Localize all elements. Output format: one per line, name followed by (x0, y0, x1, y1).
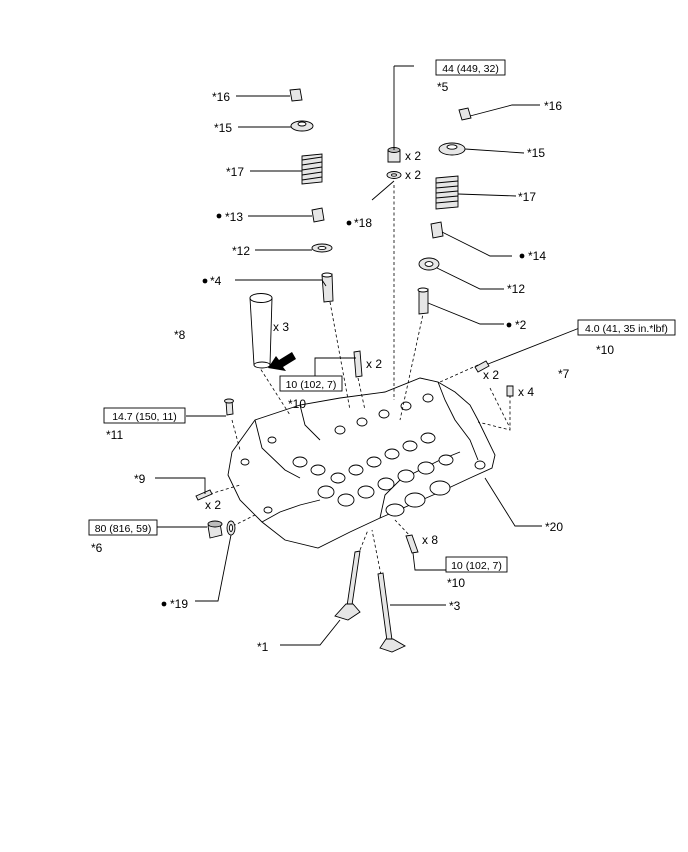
cam-journal-holes (240, 393, 486, 517)
valve-stem-seal-12-left (311, 243, 333, 253)
svg-text:4.0 (41, 35 in.*lbf): 4.0 (41, 35 in.*lbf) (585, 323, 668, 335)
torque-spec-10-bottom: 10 (102, 7) (445, 556, 508, 573)
valve-guide-tube-8 (249, 293, 273, 369)
callout-10-right: *10 (596, 343, 614, 357)
callout-12-left: *12 (232, 244, 250, 258)
callout-8: *8 (174, 328, 186, 342)
svg-text:14.7 (150, 11): 14.7 (150, 11) (112, 411, 177, 423)
callout-9: *9 (134, 472, 146, 486)
intake-valve-1 (334, 550, 361, 621)
svg-text:80 (816, 59): 80 (816, 59) (95, 523, 152, 535)
callout-10-center: *10 (288, 397, 306, 411)
valve-stem-seal-12-right (418, 257, 440, 271)
svg-text:10 (102, 7): 10 (102, 7) (451, 560, 502, 572)
callout-12-right: *12 (507, 282, 525, 296)
callout-labels: *16 *15 *17 *13 *12 *4 *8 *18 *5 *16 *15… (91, 80, 614, 654)
callout-2: *2 (515, 318, 527, 332)
plug-6 (207, 520, 223, 539)
callout-17-right: *17 (518, 190, 536, 204)
valve-stem-cap-16-right (458, 107, 472, 121)
non-reusable-markers (161, 213, 525, 607)
assembly-guide-lines (209, 185, 511, 581)
qty-ring-pin-9: x 2 (205, 498, 221, 512)
valve-lash-adjuster-13 (311, 207, 325, 223)
quantity-labels: x 2 x 2 x 3 x 2 x 2 x 4 x 2 x 8 (205, 149, 534, 547)
qty-pin-7: x 4 (518, 385, 534, 399)
valve-spring-retainer-15-right (438, 142, 466, 156)
svg-text:10 (102, 7): 10 (102, 7) (286, 379, 337, 391)
callout-16-left: *16 (212, 90, 230, 104)
callout-15-left: *15 (214, 121, 232, 135)
valve-lash-adjuster-14 (430, 221, 444, 239)
callout-6: *6 (91, 541, 103, 555)
valve-spring-17-right (435, 175, 459, 210)
callout-17-left: *17 (226, 165, 244, 179)
washer-18 (386, 171, 402, 179)
stud-bolt-bottom (405, 534, 419, 554)
torque-spec-5: 44 (449, 32) (435, 59, 506, 76)
gasket-19 (226, 520, 236, 536)
valve-guide-bush-4 (321, 272, 334, 303)
callout-11: *11 (106, 428, 123, 442)
callout-13: *13 (225, 210, 243, 224)
valve-stem-cap-16-left (289, 88, 303, 102)
bolt-11 (224, 398, 234, 416)
callout-20: *20 (545, 520, 563, 534)
torque-spec-11: 14.7 (150, 11) (103, 407, 186, 424)
callout-7: *7 (558, 367, 570, 381)
torque-spec-10-center: 10 (102, 7) (279, 375, 343, 392)
qty-union-10: x 2 (483, 368, 499, 382)
stud-bolt-center (353, 350, 363, 378)
valve-spring-retainer-15-left (290, 120, 314, 132)
valve-guide-bush-2 (417, 287, 429, 315)
callout-15-right: *15 (527, 146, 545, 160)
svg-text:44 (449, 32): 44 (449, 32) (442, 63, 499, 75)
callout-14: *14 (528, 249, 546, 263)
union-10 (474, 360, 490, 373)
cylinder-head (227, 377, 496, 549)
callout-1: *1 (257, 640, 269, 654)
callout-10-bottom: *10 (447, 576, 465, 590)
qty-stud-bottom: x 8 (422, 533, 438, 547)
qty-guide-8: x 3 (273, 320, 289, 334)
callout-3: *3 (449, 599, 461, 613)
valve-spring-17-left (301, 153, 323, 185)
torque-spec-6: 80 (816, 59) (88, 519, 158, 536)
callout-16-right: *16 (544, 99, 562, 113)
leader-lines (155, 65, 583, 646)
installation-direction-arrow (268, 352, 296, 371)
callout-5: *5 (437, 80, 449, 94)
callout-18: *18 (354, 216, 372, 230)
torque-spec-10-right: 4.0 (41, 35 in.*lbf) (577, 319, 676, 336)
callout-19: *19 (170, 597, 188, 611)
qty-stud-center: x 2 (366, 357, 382, 371)
qty-plug-5: x 2 (405, 149, 421, 163)
callout-4: *4 (210, 274, 222, 288)
qty-washer-18: x 2 (405, 168, 421, 182)
exhaust-valve-3 (377, 572, 406, 653)
pin-7 (506, 385, 514, 397)
